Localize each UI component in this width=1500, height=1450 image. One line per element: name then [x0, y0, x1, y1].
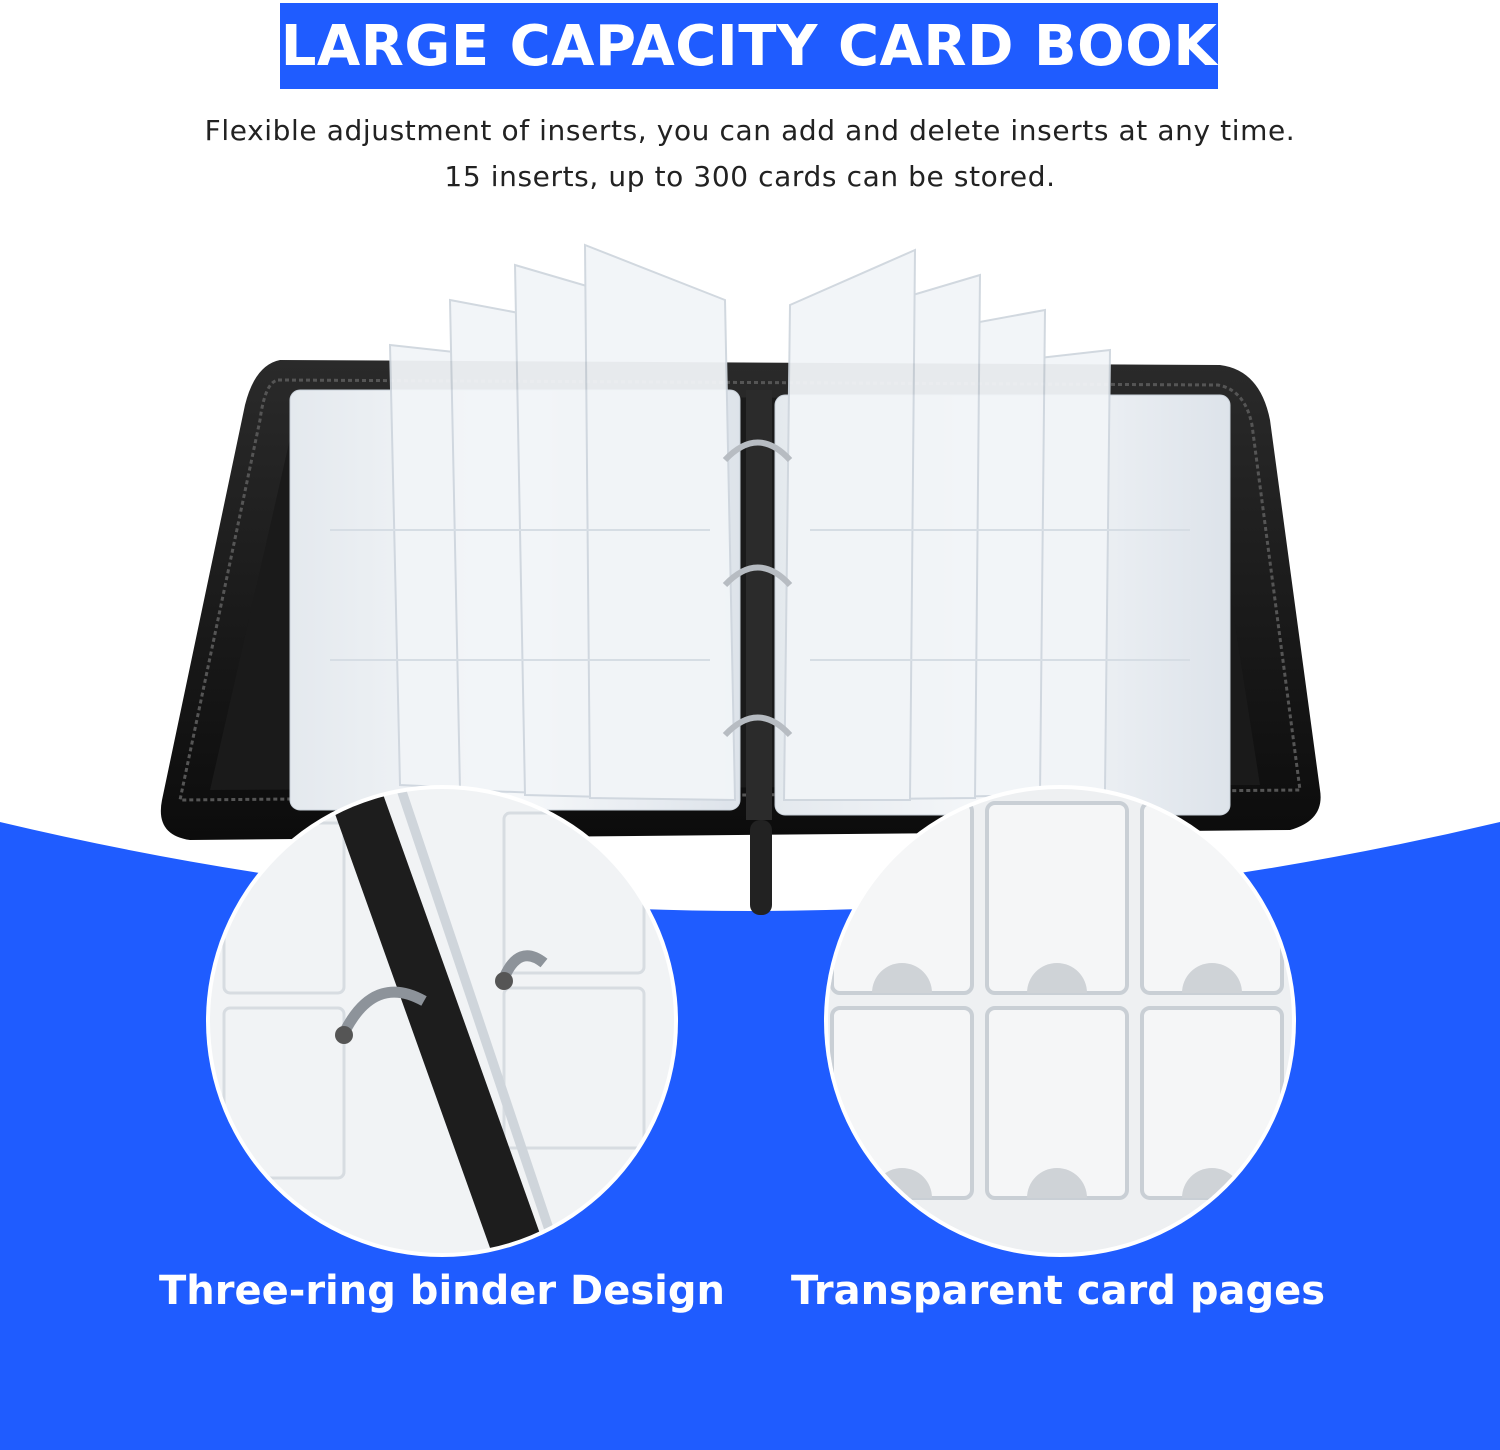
- detail-transparent-pages-image: [824, 785, 1296, 1257]
- caption-transparent-card-pages: Transparent card pages: [790, 1268, 1326, 1314]
- binder-spine: [746, 390, 772, 820]
- subtitle-line-2: 15 inserts, up to 300 cards can be store…: [444, 160, 1056, 193]
- binder-product-image: [160, 243, 1321, 915]
- subtitle: Flexible adjustment of inserts, you can …: [0, 108, 1500, 200]
- page-title: LARGE CAPACITY CARD BOOK: [280, 13, 1218, 79]
- fanned-pages-left: [388, 243, 737, 802]
- fanned-pages-right: [782, 248, 1112, 802]
- zipper-pull: [750, 820, 772, 915]
- binder-zipper: [178, 378, 1302, 802]
- detail-ring-binder-image: [206, 785, 678, 1257]
- title-banner: LARGE CAPACITY CARD BOOK: [280, 3, 1218, 89]
- card-pockets: [330, 529, 1190, 661]
- caption-three-ring-binder: Three-ring binder Design: [158, 1268, 725, 1314]
- binder-rings: [722, 439, 793, 738]
- subtitle-line-1: Flexible adjustment of inserts, you can …: [204, 114, 1296, 147]
